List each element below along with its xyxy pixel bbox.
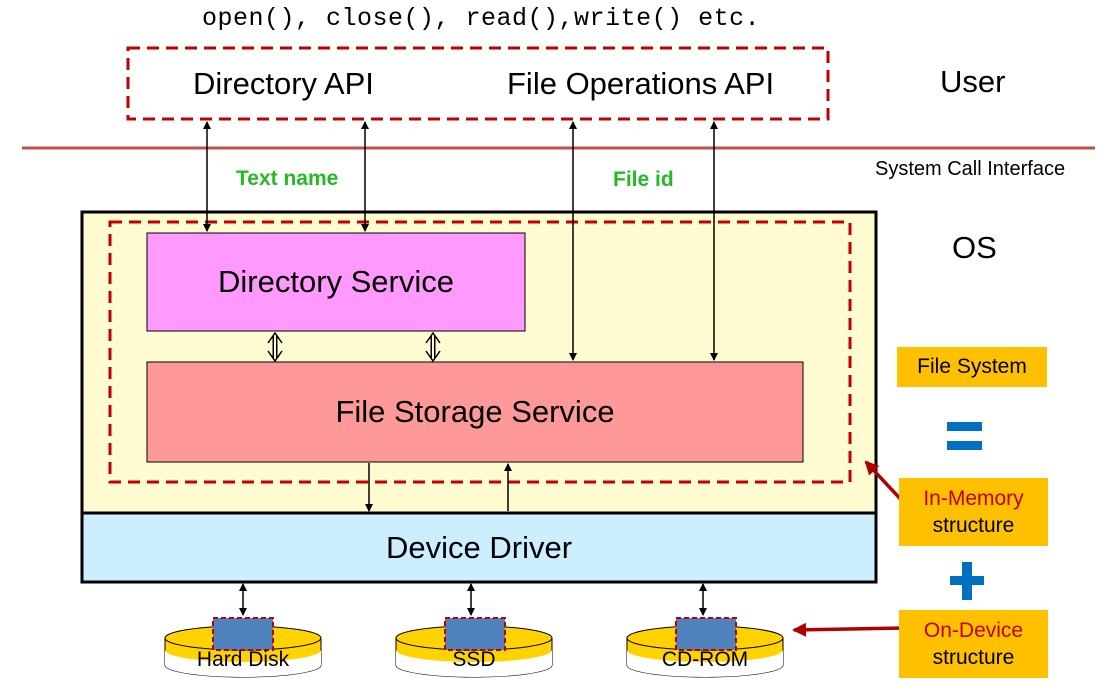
arrow-dir-storage-2 — [425, 331, 441, 363]
device-label-hard-disk: Hard Disk — [196, 648, 290, 671]
device-label-cd-rom: CD-ROM — [661, 648, 749, 671]
file-system-legend-box: File System — [897, 347, 1047, 387]
text-name-label: Text name — [236, 167, 339, 190]
file-storage-service-label: File Storage Service — [335, 394, 615, 429]
directory-api-label: Directory API — [193, 66, 374, 101]
user-layer-label: User — [940, 64, 1006, 99]
syscalls-caption: open(), close(), read(),write() etc. — [202, 4, 761, 33]
os-label: OS — [952, 230, 997, 265]
pointer-on-device — [792, 622, 907, 637]
file-operations-api-label: File Operations API — [507, 66, 775, 101]
disk-cd-rom — [626, 617, 784, 678]
file-id-label: File id — [613, 168, 674, 191]
device-driver-label: Device Driver — [385, 529, 573, 565]
in-memory-legend-box: In-Memory structure — [899, 478, 1048, 546]
arrow-dir-storage-1 — [267, 331, 283, 363]
device-driver-box — [80, 511, 878, 584]
user-api-dashed-box — [126, 46, 830, 121]
disk-ssd — [395, 617, 553, 678]
on-device-subtitle: structure — [932, 646, 1015, 669]
in-memory-subtitle: structure — [932, 514, 1015, 537]
directory-service-label: Directory Service — [218, 264, 454, 299]
on-device-legend-box: On-Device structure — [899, 610, 1048, 678]
equals-icon — [947, 422, 982, 450]
directory-service-box — [146, 232, 526, 332]
system-call-interface-label: System Call Interface — [875, 158, 1066, 180]
file-system-dashed-box — [108, 220, 852, 484]
disk-hard-disk — [164, 617, 322, 678]
on-device-title: On-Device — [923, 619, 1024, 642]
file-storage-service-box — [146, 361, 804, 463]
in-memory-title: In-Memory — [923, 487, 1024, 510]
device-label-ssd: SSD — [452, 648, 496, 671]
plus-icon — [950, 562, 984, 600]
